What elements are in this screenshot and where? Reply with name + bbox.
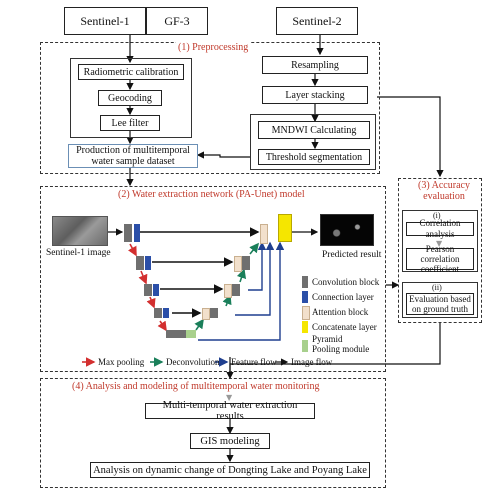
conv-block: [134, 224, 140, 242]
radiometric-calibration-step: Radiometric calibration: [78, 64, 184, 80]
gf-3-source: GF-3: [146, 7, 208, 35]
accuracy-part-2: [402, 282, 478, 318]
chevron-down-icon: ▼: [226, 393, 233, 402]
resampling-step: Resampling: [262, 56, 368, 74]
legend-max-pooling: Max pooling: [98, 357, 145, 367]
attention-block: [224, 284, 232, 298]
legend-deconvolution: Deconvolution: [166, 357, 220, 367]
legend-image-flow: Image flow: [291, 357, 333, 367]
legend-conv-label: Convolution block: [312, 277, 380, 287]
network-section: [40, 186, 386, 372]
legend-concatenate-swatch: [302, 321, 308, 333]
water-extraction-results-step: Multi-temporal water extraction results: [145, 400, 315, 422]
legend-connection-swatch: [302, 291, 308, 303]
pearson-coefficient-step: Pearson correlation coefficient: [406, 244, 474, 274]
lee-filter-step: Lee filter: [100, 115, 160, 131]
geocoding-step: Geocoding: [98, 90, 162, 106]
conv-block: [136, 256, 144, 270]
threshold-segmentation-step: Threshold segmentation: [258, 149, 370, 165]
predicted-result-label: Predicted result: [322, 250, 382, 260]
sentinel-1-source: Sentinel-1: [64, 7, 146, 35]
legend-attention-label: Attention block: [312, 307, 369, 317]
input-image-label: Sentinel-1 image: [46, 248, 111, 258]
concatenate-layer: [278, 214, 292, 242]
accuracy-part-1: [402, 210, 478, 272]
pyramid-pooling-block: [186, 330, 196, 338]
conv-block: [153, 284, 159, 296]
analysis-title: (4) Analysis and modeling of multitempor…: [70, 381, 322, 392]
analysis-section: [40, 378, 386, 488]
legend-pyramid-swatch: [302, 340, 308, 352]
dynamic-change-analysis-step: Analysis on dynamic change of Dongting L…: [90, 462, 370, 478]
legend-feature-flow: Feature flow: [231, 357, 277, 367]
accuracy-section: [398, 178, 482, 323]
legend-connection-label: Connection layer: [312, 292, 374, 302]
conv-block: [154, 308, 162, 318]
conv-block: [145, 256, 151, 270]
sar-processing-group: [70, 58, 192, 138]
accuracy-title: (3) Accuracy evaluation: [410, 180, 478, 202]
legend-conv-swatch: [302, 276, 308, 288]
legend-attention-swatch: [302, 306, 310, 320]
correlation-analysis-step: Correlation analysis: [406, 218, 474, 239]
conv-block: [232, 284, 240, 296]
conv-block: [124, 224, 132, 242]
mndwi-step: MNDWI Calculating: [258, 121, 370, 139]
sample-dataset-step: Production of multitemporal water sample…: [68, 144, 198, 168]
attention-block: [260, 224, 268, 244]
layer-stacking-step: Layer stacking: [262, 86, 368, 104]
conv-block: [163, 308, 169, 318]
legend-concatenate-label: Concatenate layer: [312, 322, 377, 332]
conv-block: [144, 284, 152, 296]
legend-pyramid-label: Pyramid Pooling module: [312, 334, 370, 354]
conv-block: [210, 308, 218, 318]
attention-block: [202, 308, 210, 320]
sentinel-2-source: Sentinel-2: [276, 7, 358, 35]
network-title: (2) Water extraction network (PA-Unet) m…: [116, 189, 307, 200]
ground-truth-evaluation-step: Evaluation based on ground truth: [406, 293, 474, 315]
preprocessing-title: (1) Preprocessing: [176, 42, 251, 53]
conv-block: [242, 256, 250, 270]
accuracy-part-1-tag: (i): [433, 211, 441, 220]
chevron-down-icon: ▼: [436, 239, 443, 248]
gis-modeling-step: GIS modeling: [190, 433, 270, 449]
bottleneck-block: [166, 330, 186, 338]
accuracy-part-2-tag: (ii): [432, 283, 442, 292]
water-index-group: [250, 114, 376, 170]
attention-block: [234, 256, 242, 272]
predicted-result-image: [320, 214, 374, 246]
sentinel-1-input-image: [52, 216, 108, 246]
